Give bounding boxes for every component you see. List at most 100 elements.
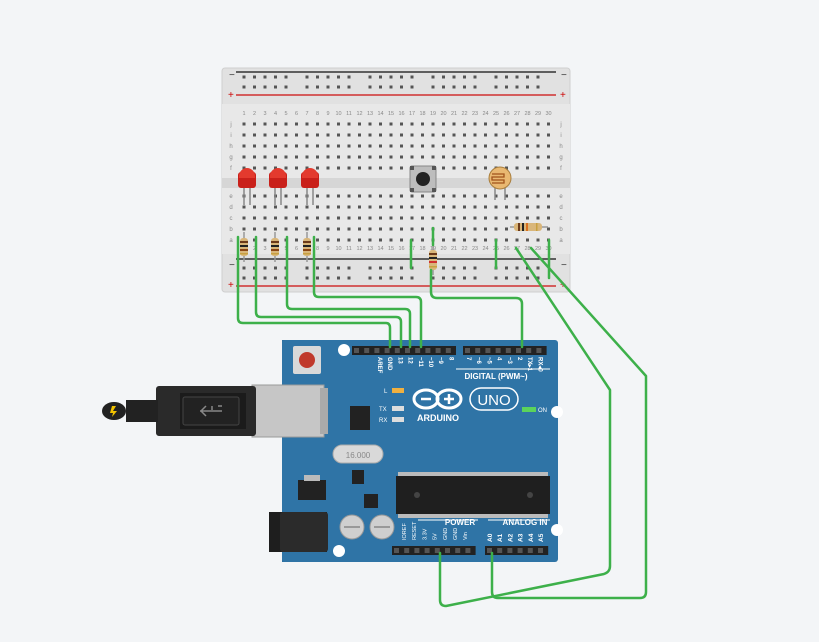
header-pin[interactable] [425,348,431,353]
hole [547,194,550,198]
hole [547,133,550,137]
hole [421,205,424,209]
header-pin[interactable] [394,348,400,353]
rail-hole [368,276,372,280]
resistor-3[interactable] [303,232,311,262]
header-pin[interactable] [404,548,410,553]
hole [400,238,403,242]
rail-hole [284,85,288,89]
column-number: 18 [419,246,425,252]
header-pin[interactable] [374,348,380,353]
hole [494,227,498,231]
hole [242,205,246,209]
hole [484,227,487,231]
led-3[interactable] [301,168,319,205]
rail-hole [389,75,393,79]
header-pin[interactable] [434,548,440,553]
resistor-4[interactable] [429,245,437,275]
hole [484,216,487,220]
header-pin[interactable] [435,348,441,353]
wire-led3-pin11 [285,235,412,349]
column-number: 10 [335,111,341,117]
header-pin[interactable] [415,348,421,353]
hole [316,216,319,220]
header-pin[interactable] [405,348,410,353]
power-jack[interactable] [269,512,328,552]
header-pin[interactable] [538,548,543,553]
reset-button[interactable] [293,346,321,374]
header-pin[interactable] [485,348,491,353]
rail-hole [253,85,256,89]
header-pin[interactable] [445,548,450,553]
hole [389,122,393,126]
column-number: 9 [326,111,329,117]
rail-hole [463,75,466,79]
hole [400,155,403,159]
header-pin[interactable] [465,348,470,353]
hole [547,227,550,231]
header-pin[interactable] [354,348,359,353]
usb-cable[interactable] [102,386,256,436]
header-pin[interactable] [465,548,471,553]
header-pin[interactable] [505,348,511,353]
hole [389,144,393,148]
hole [358,155,361,159]
hole [337,205,340,209]
hole [274,122,277,126]
rail-hole [379,85,382,89]
rail-hole [242,266,246,270]
breadboard[interactable]: − + − + − + − + 112233445566778899101011… [221,67,571,293]
header-pin[interactable] [497,548,503,553]
header-pin[interactable] [517,548,523,553]
column-number: 15 [388,246,394,252]
header-pin[interactable] [445,348,451,353]
header-pin[interactable] [527,548,533,553]
header-pin[interactable] [455,548,461,553]
led-2[interactable] [269,168,287,205]
pushbutton[interactable] [409,165,437,193]
header-pin[interactable] [526,348,532,353]
usb-connector[interactable] [251,384,328,438]
hole [326,155,330,159]
column-number: 5 [284,111,287,117]
hole [379,155,382,159]
photoresistor[interactable] [488,166,512,200]
rail-hole [242,75,246,79]
header-pin[interactable] [536,348,542,353]
digital-pin-label: ~5 [485,357,491,365]
hole [295,144,298,148]
hole [316,205,319,209]
resistor-1[interactable] [240,232,248,262]
header-pin[interactable] [495,348,501,353]
header-pin[interactable] [516,348,521,353]
hole [526,194,529,198]
hole [337,144,340,148]
header-pin[interactable] [364,348,370,353]
header-pin[interactable] [384,348,390,353]
led-1[interactable] [238,168,256,205]
hole [295,227,298,231]
hole [410,194,414,198]
resistor-2[interactable] [271,232,279,262]
header-pin[interactable] [507,548,513,553]
rail-hole [494,276,498,280]
header-pin[interactable] [424,548,430,553]
hole [442,122,445,126]
header-pin[interactable] [475,348,481,353]
header-pin[interactable] [414,548,420,553]
header-pin[interactable] [394,548,399,553]
hole [337,216,340,220]
hole [505,205,508,209]
hole [463,155,466,159]
rail-hole [494,85,498,89]
hole [316,238,319,242]
arduino-logo: ARDUINO [412,388,463,423]
resistor-5[interactable] [510,223,548,231]
hole [347,194,351,198]
hole [505,144,508,148]
rail-hole [536,75,540,79]
hole [515,155,519,159]
hole [431,144,435,148]
header-pin[interactable] [487,548,492,553]
